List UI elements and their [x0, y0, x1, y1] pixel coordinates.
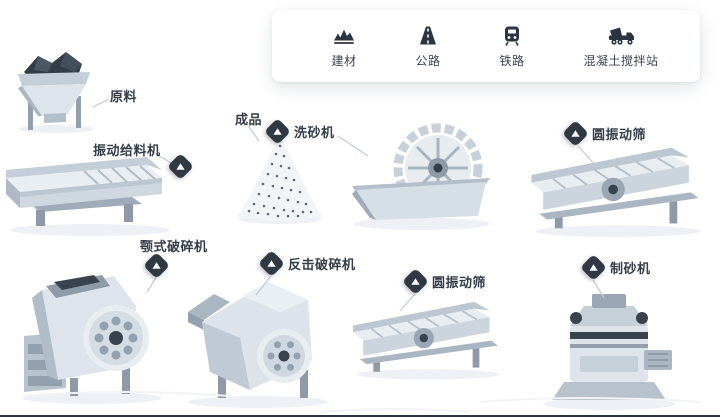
vibrating-screen-bottom-illustration — [348, 282, 508, 390]
label-vibrating-feeder-text: 振动给料机 — [93, 143, 161, 158]
bottom-section-edge — [0, 415, 720, 417]
sand-washer-graphic — [352, 123, 490, 230]
legend-item-concrete-batching-plant: 混凝土搅拌站 — [583, 24, 658, 69]
label-jaw-crusher-text: 颚式破碎机 — [140, 239, 208, 254]
legend-label-building-materials: 建材 — [331, 53, 357, 68]
jaw-crusher-badge-icon — [143, 252, 170, 279]
label-vibrating-feeder: 振动给料机 — [93, 140, 161, 160]
mixer-truck-icon — [608, 27, 634, 45]
road-icon — [419, 26, 436, 44]
sand-maker-illustration — [534, 270, 684, 412]
impact-crusher-badge-icon — [258, 250, 285, 277]
sand-maker-badge-icon — [580, 254, 607, 281]
raw-material-hopper-illustration — [12, 48, 107, 133]
vibrating-feeder-badge-icon — [167, 153, 194, 180]
label-finished-product: 成品 — [235, 109, 262, 129]
legend-label-highway: 公路 — [415, 53, 441, 68]
vibrating-feeder-graphic — [6, 157, 170, 236]
legend-label-railway: 铁路 — [499, 53, 525, 68]
sand-pile-graphic — [238, 134, 322, 224]
legend-card: 建材 公路 铁路 — [272, 10, 700, 82]
sand-washer-badge-icon — [264, 118, 291, 145]
jaw-crusher-graphic — [22, 275, 162, 404]
sand-maker-graphic — [543, 294, 675, 410]
label-sand-maker: 制砂机 — [580, 254, 651, 281]
label-vibrating-screen-bottom-text: 圆振动筛 — [432, 275, 487, 290]
label-raw-material: 原料 — [110, 86, 137, 106]
vibrating-screen-top-badge-icon — [562, 120, 589, 147]
label-sand-maker-text: 制砂机 — [610, 261, 651, 276]
vibrating-screen-bottom-graphic — [353, 301, 500, 380]
aggregate-pile-icon — [333, 29, 354, 44]
label-finished-product-text: 成品 — [235, 112, 263, 127]
label-impact-crusher-text: 反击破碎机 — [288, 257, 356, 272]
train-icon — [504, 26, 519, 46]
vibrating-screen-bottom-badge-icon — [402, 268, 429, 295]
hopper-graphic — [18, 52, 94, 133]
impact-crusher-graphic — [188, 282, 328, 408]
label-vibrating-screen-bottom: 圆振动筛 — [402, 268, 487, 295]
legend-item-building-materials: 建材 — [331, 24, 356, 69]
legend-item-railway: 铁路 — [499, 24, 524, 69]
vibrating-screen-top-illustration — [523, 136, 713, 238]
jaw-crusher-illustration — [14, 248, 169, 406]
legend-item-highway: 公路 — [415, 24, 440, 69]
impact-crusher-illustration — [180, 260, 335, 410]
label-raw-material-text: 原料 — [110, 89, 138, 104]
label-impact-crusher: 反击破碎机 — [258, 250, 356, 277]
label-sand-washer: 洗砂机 — [264, 118, 335, 145]
vibrating-screen-top-graphic — [531, 147, 701, 238]
sand-washer-illustration — [350, 120, 495, 232]
label-vibrating-screen-top: 圆振动筛 — [562, 120, 647, 147]
vibrating-feeder-illustration — [2, 152, 172, 237]
label-sand-washer-text: 洗砂机 — [294, 125, 335, 140]
legend-label-concrete-batching-plant: 混凝土搅拌站 — [583, 53, 659, 68]
label-jaw-crusher: 颚式破碎机 — [140, 236, 208, 256]
finished-product-pile-illustration — [232, 126, 327, 226]
label-vibrating-screen-top-text: 圆振动筛 — [592, 127, 647, 142]
